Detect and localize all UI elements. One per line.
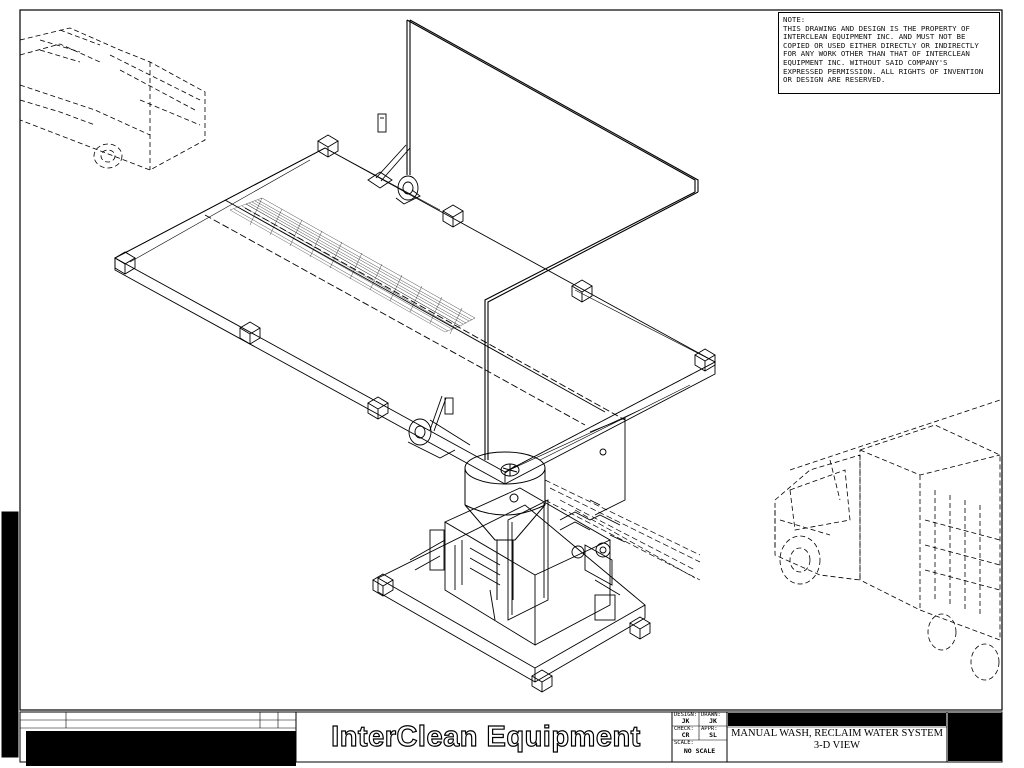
left-edge-bar	[1, 511, 19, 758]
dump-truck	[774, 399, 1001, 681]
scale-cell: SCALE: NO SCALE	[672, 740, 727, 762]
trench-grate	[229, 197, 476, 335]
appr-label: APPR:	[701, 726, 718, 732]
check-label: CHECK:	[674, 726, 694, 732]
drawing-title: MANUAL WASH, RECLAIM WATER SYSTEM 3-D VI…	[728, 728, 946, 752]
drawn-cell: DRAWN: JK	[699, 712, 727, 726]
corner-blocks	[114, 134, 716, 693]
appr-value: SL	[709, 731, 717, 739]
redacted-block-left	[26, 731, 296, 766]
scale-label: SCALE:	[674, 740, 694, 746]
note-line: FOR ANY WORK OTHER THAN THAT OF INTERCLE…	[783, 50, 970, 59]
note-line: THIS DRAWING AND DESIGN IS THE PROPERTY …	[783, 24, 970, 33]
appr-cell: APPR: SL	[699, 726, 727, 740]
drawn-label: DRAWN:	[701, 712, 721, 718]
pickup-truck	[19, 27, 206, 171]
drawing-title-line2: 3-D VIEW	[813, 740, 861, 751]
note-line: NOTE:	[783, 16, 806, 24]
design-cell: DESIGN: JK	[672, 712, 699, 726]
check-cell: CHECK: CR	[672, 726, 699, 740]
check-value: CR	[681, 731, 690, 739]
note-line: COPIED OR USED EITHER DIRECTLY OR INDIRE…	[783, 41, 979, 50]
note-line: EQUIPMENT INC. WITHOUT SAID COMPANY'S	[783, 58, 948, 67]
design-label: DESIGN:	[674, 712, 698, 718]
title-block-frame	[19, 711, 1003, 763]
hose-reel-bottom	[407, 395, 471, 459]
side-panel	[589, 417, 626, 516]
equipment-skid	[377, 487, 646, 683]
drawing-title-line1: MANUAL WASH, RECLAIM WATER SYSTEM	[731, 728, 943, 739]
drawing-border	[19, 9, 1003, 711]
note-line: OR DESIGN ARE RESERVED.	[783, 76, 886, 85]
property-note: NOTE: THIS DRAWING AND DESIGN IS THE PRO…	[778, 12, 1000, 94]
note-line: EXPRESSED PERMISSION. ALL RIGHTS OF INVE…	[783, 67, 984, 76]
note-line: INTERCLEAN EQUIPMENT INC. AND MUST NOT B…	[783, 33, 966, 42]
scale-value: NO SCALE	[683, 747, 716, 755]
company-name: InterClean Equipment	[331, 720, 641, 753]
drain-lines	[544, 479, 701, 581]
hose-reel-top	[367, 113, 421, 205]
redacted-block-right	[948, 713, 1002, 761]
overhead-boom	[406, 19, 699, 460]
drawn-value: JK	[709, 717, 717, 725]
design-value: JK	[681, 717, 690, 725]
redacted-block-title	[728, 713, 946, 726]
